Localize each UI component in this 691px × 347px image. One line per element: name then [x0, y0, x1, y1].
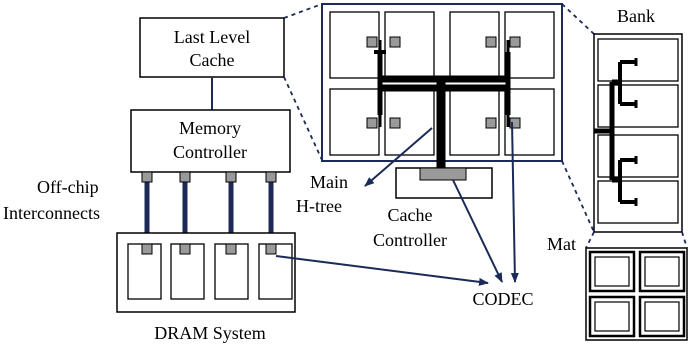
mc-label-line2: Controller — [173, 142, 247, 162]
offchip-label-line2: Interconnects — [3, 203, 100, 223]
zoom-line — [585, 231, 595, 249]
llc-label-line2: Cache — [190, 50, 235, 70]
zoom-line — [283, 3, 323, 19]
offchip-label-line1: Off-chip — [37, 177, 99, 197]
zoom-line — [561, 160, 595, 233]
dram-chip — [127, 243, 162, 300]
mat-block — [585, 247, 688, 341]
mat-label: Mat — [547, 234, 576, 254]
htree-label-line1: Main — [310, 172, 348, 192]
bank-label: Bank — [617, 6, 655, 26]
memory-controller-block: Memory Controller — [130, 109, 291, 173]
bank-block — [593, 33, 683, 233]
dram-label: DRAM System — [154, 323, 266, 343]
cc-to-codec-arrow — [452, 179, 503, 283]
mc-label-line1: Memory — [179, 118, 241, 138]
bank-subarray — [597, 180, 679, 224]
zoom-line — [681, 231, 688, 249]
dram-system-block — [116, 232, 296, 313]
llc-label-line1: Last Level — [174, 27, 250, 47]
dram-to-codec-arrow — [275, 255, 489, 286]
cache-controller-block — [395, 167, 493, 199]
codec-label: CODEC — [472, 289, 533, 309]
htree-arrow — [364, 127, 433, 187]
cache-controller-label-line2: Controller — [373, 230, 447, 250]
cache-array — [321, 3, 563, 168]
last-level-cache-block: Last Level Cache — [139, 17, 285, 78]
zoom-line — [561, 3, 595, 35]
htree-label-line2: H-tree — [296, 196, 342, 216]
bank-to-codec-arrow — [510, 121, 519, 283]
cache-controller-label-line1: Cache — [388, 205, 433, 225]
bank-subarray — [597, 38, 679, 82]
cache-bank — [329, 11, 380, 79]
